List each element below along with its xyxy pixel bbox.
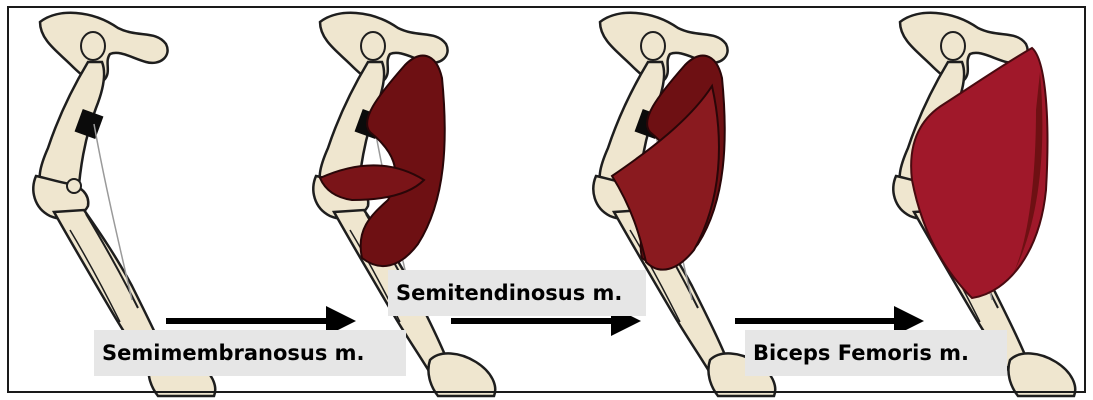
semitendinosus-label: Semitendinosus m. — [388, 270, 646, 316]
biceps-femoris-label: Biceps Femoris m. — [745, 330, 1007, 376]
semimembranosus-label: Semimembranosus m. — [94, 330, 406, 376]
